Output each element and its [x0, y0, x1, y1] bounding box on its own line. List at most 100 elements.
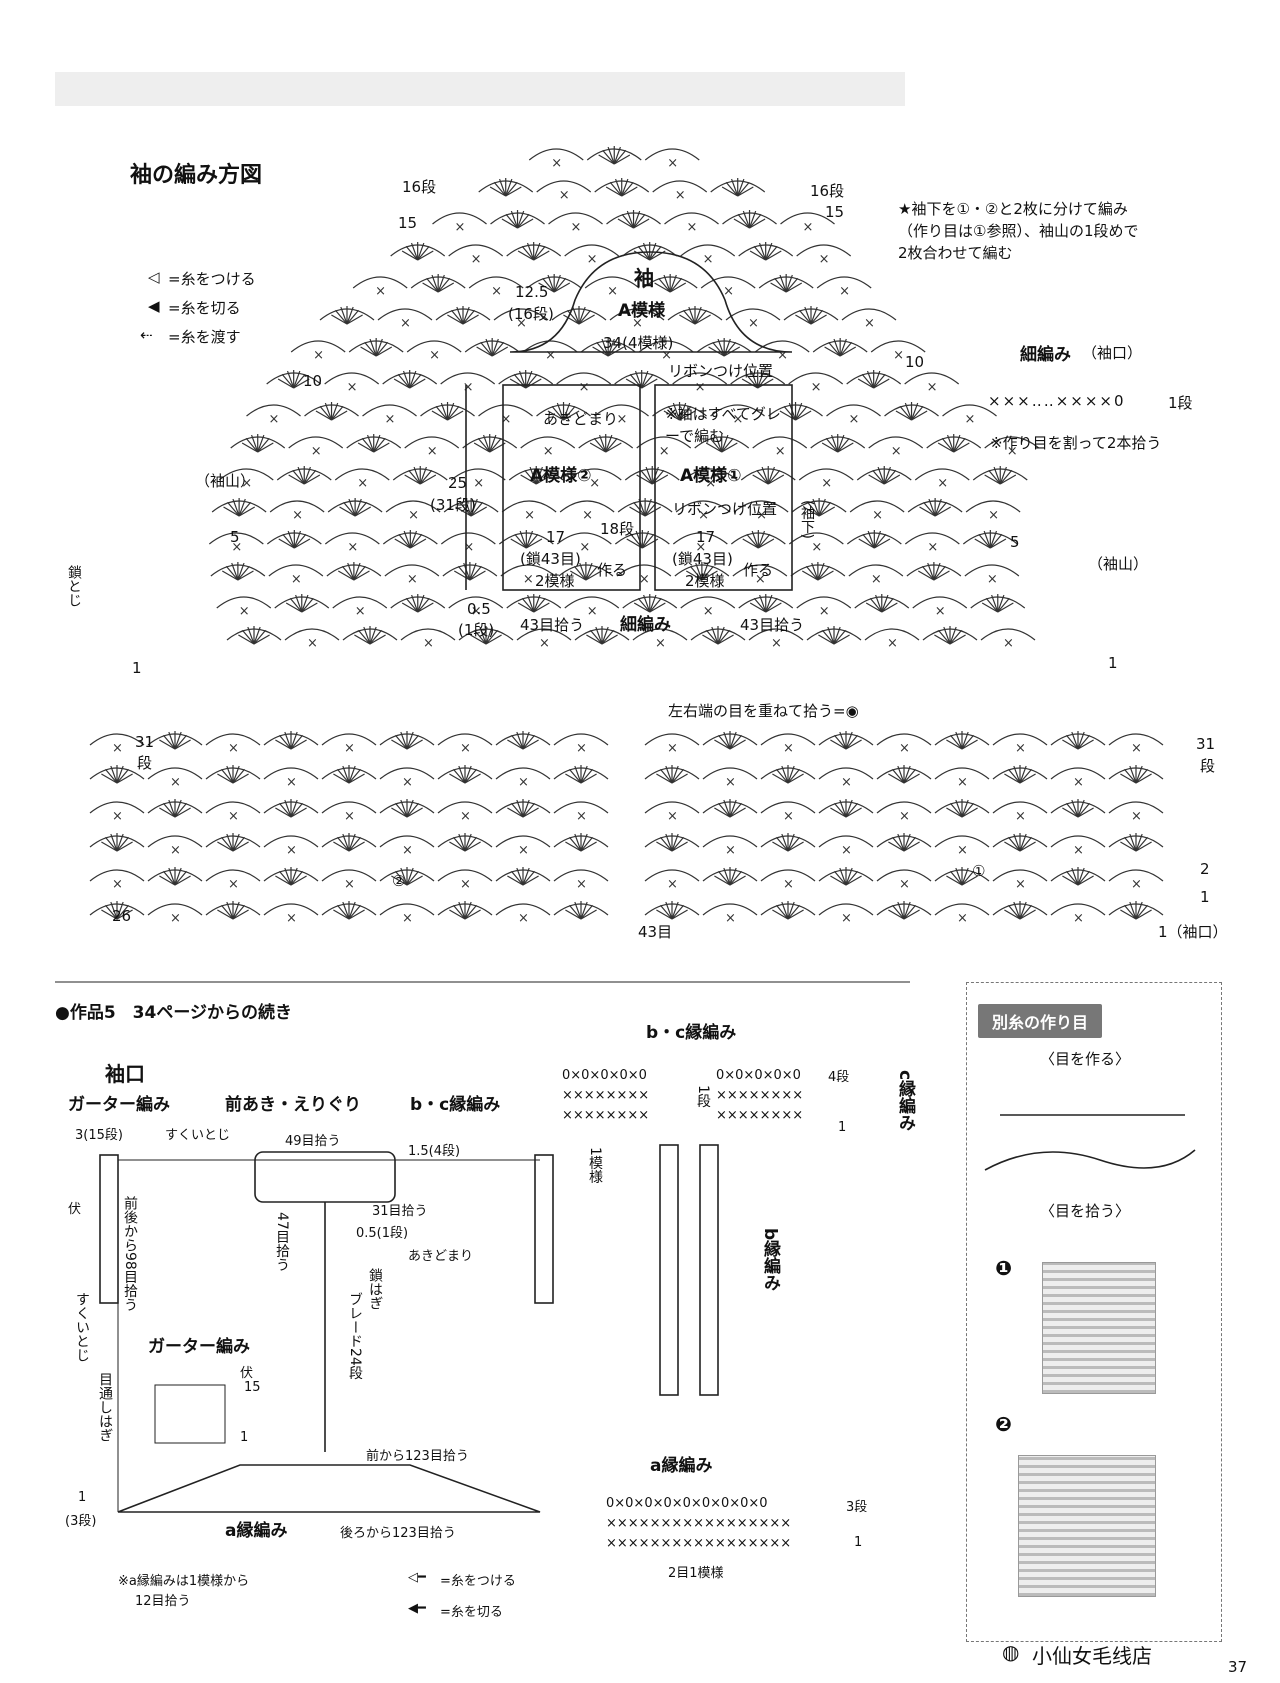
chain-arch [522, 340, 578, 353]
page-number: 37 [1228, 1658, 1248, 1676]
height-label: 25 [448, 474, 468, 492]
sc-mark: × [241, 476, 252, 491]
fan-stitch [278, 734, 292, 750]
fan-stitch [614, 178, 623, 197]
fan-stitch [446, 402, 455, 421]
fan-stitch [787, 909, 804, 920]
fan-stitch [294, 538, 311, 549]
fan-stitch [723, 799, 731, 818]
chain-arch [321, 869, 377, 882]
sc-mark: × [518, 775, 529, 790]
fan-stitch [671, 836, 685, 852]
fan-stitch [946, 875, 963, 886]
fan-stitch [672, 402, 681, 421]
fan-stitch [1077, 870, 1091, 886]
fan-stitch [891, 836, 905, 852]
chain-arch [680, 596, 736, 609]
chain-arch [548, 212, 603, 225]
fan-stitch [785, 282, 803, 293]
fan-stitch [873, 373, 886, 389]
w5-fb98: 前後から98目拾う [122, 1196, 138, 1312]
fan-stitch [845, 739, 862, 750]
a-edge-title: a縁編み [650, 1456, 713, 1476]
fan-stitch [678, 402, 687, 421]
fan-stitch [701, 570, 718, 581]
fan-stitch [981, 602, 999, 613]
fan-stitch [295, 594, 303, 613]
fan-stitch [711, 626, 719, 645]
fan-stitch [408, 469, 421, 485]
fan-stitch [949, 634, 966, 645]
chain-arch [400, 628, 456, 641]
row5-left: 5 [230, 528, 240, 546]
fan-stitch [275, 739, 292, 750]
fan-stitch [845, 731, 853, 750]
fan-stitch [917, 570, 935, 581]
chain-arch [760, 733, 816, 746]
fan-stitch [873, 533, 887, 549]
fan-stitch [645, 466, 653, 485]
fan-stitch [903, 768, 917, 784]
fan-stitch [801, 570, 819, 581]
chain-arch [290, 340, 346, 353]
chain-arch [644, 733, 700, 746]
fan-stitch [671, 904, 685, 920]
row15-right: 15 [825, 203, 845, 221]
fan-stitch [866, 370, 875, 389]
fan-stitch [485, 338, 493, 357]
bc-label: b・c縁編み [410, 1095, 501, 1115]
legend-cut: =糸を切る [168, 299, 241, 317]
fan-stitch [400, 799, 408, 818]
fan-stitch [961, 870, 975, 886]
fan-stitch [824, 346, 841, 357]
ribbon-position: リボンつけ位置 [668, 362, 774, 380]
fan-stitch [510, 538, 527, 549]
chain-arch [495, 903, 551, 916]
sc-mark: × [632, 316, 643, 331]
fan-stitch [845, 734, 859, 750]
fan-stitch [297, 466, 305, 485]
sc-mark: × [587, 604, 598, 619]
chain-arch [147, 767, 203, 780]
chain-arch [324, 532, 380, 545]
fan-stitch [507, 807, 524, 818]
fan-stitch [525, 373, 538, 389]
chain-arch [788, 372, 844, 385]
fan-stitch [589, 629, 603, 645]
chain-join-label: 鎖とじ [66, 565, 82, 607]
fan-stitch [803, 506, 820, 517]
chain-arch [321, 733, 377, 746]
fan-stitch [903, 765, 911, 784]
b-edge-label: b縁編み [760, 1228, 780, 1292]
fan-stitch [101, 909, 118, 920]
sc-mark: × [400, 316, 411, 331]
fan-stitch [232, 768, 246, 784]
fan-stitch [949, 629, 963, 645]
chain-arch [796, 596, 852, 609]
chain-arch [672, 372, 728, 385]
chain-arch [495, 835, 551, 848]
fan-stitch [409, 373, 422, 389]
fan-stitch [238, 501, 252, 517]
fan-stitch [669, 282, 687, 293]
sc-mark: × [698, 508, 709, 523]
fan-stitch [607, 146, 615, 165]
fan-stitch [293, 533, 307, 549]
fan-stitch [489, 186, 507, 197]
fan-stitch [899, 405, 912, 421]
fan-stitch [278, 870, 292, 886]
chain-arch [501, 500, 557, 513]
rep2-b: 2模様 [685, 572, 725, 590]
fan-stitch [217, 773, 234, 784]
fan-stitch [895, 410, 912, 421]
hosoami-stitches: ×××‥‥××××0 [988, 392, 1126, 410]
fan-stitch [665, 833, 673, 852]
sc-mark: × [783, 741, 794, 756]
fan-stitch [401, 250, 418, 261]
chain-arch [448, 596, 504, 609]
fan-stitch [290, 731, 298, 750]
chain-arch [553, 801, 609, 814]
fan-stitch [997, 594, 1005, 613]
fan-stitch [257, 434, 265, 453]
fan-stitch [999, 469, 1013, 485]
